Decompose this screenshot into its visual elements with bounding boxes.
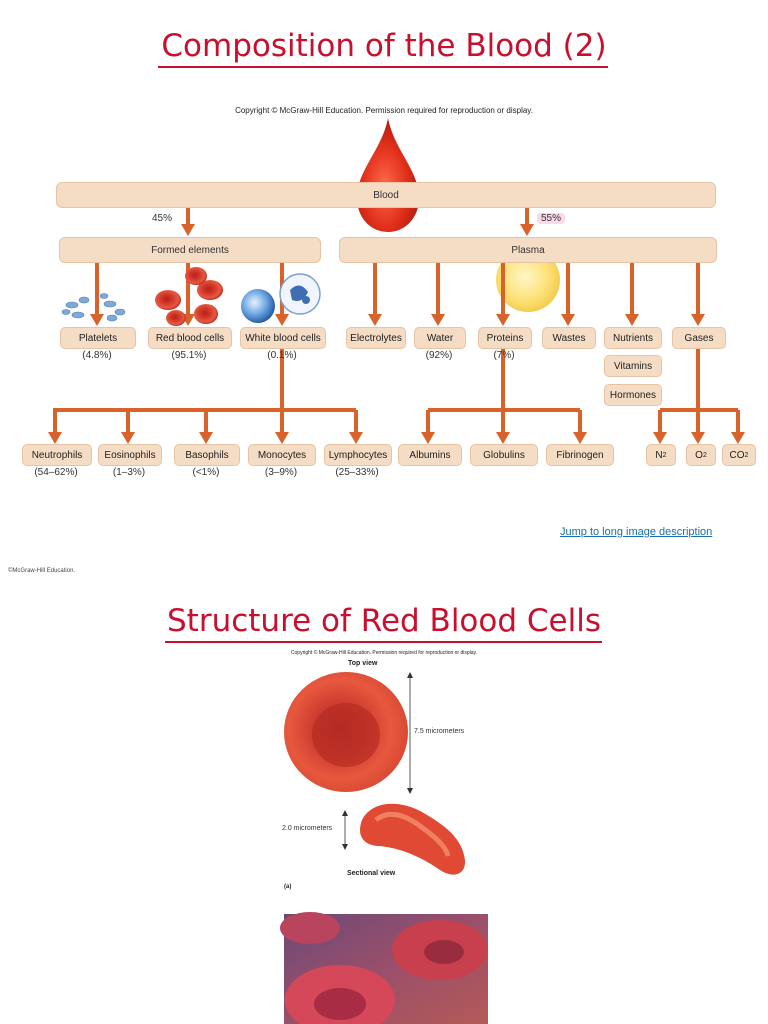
node-monocytes: Monocytes (248, 444, 316, 466)
pct-lymphocytes: (25–33%) (335, 467, 379, 478)
node-neutrophils: Neutrophils (22, 444, 92, 466)
node-gases: Gases (672, 327, 726, 349)
platelets-icon (61, 293, 126, 322)
slide2-title: Structure of Red Blood Cells (167, 603, 601, 639)
node-proteins: Proteins (478, 327, 532, 349)
node-lymphocytes: Lymphocytes (324, 444, 392, 466)
plasma-bar: Plasma (339, 237, 717, 263)
formed-elements-label: Formed elements (151, 244, 229, 256)
pct-proteins: (7%) (493, 350, 515, 361)
rbc-sectional-view-icon (360, 803, 466, 875)
label-panel-a: (a) (284, 884, 292, 890)
label-diameter: 7.5 micrometers (414, 728, 465, 735)
pct-neutrophils: (54–62%) (34, 467, 78, 478)
node-vitamins: Vitamins (604, 355, 662, 377)
pct-formed: 45% (152, 213, 173, 224)
pct-plasma: 55% (537, 213, 566, 224)
node-basophils: Basophils (174, 444, 240, 466)
formed-elements-bar: Formed elements (59, 237, 321, 263)
slide2-title-underline (165, 641, 602, 643)
pct-platelets: (4.8%) (82, 350, 112, 361)
blood-drop-icon (357, 118, 419, 232)
node-white-blood-cells: White blood cells (240, 327, 326, 349)
o2-subscript: 2 (702, 451, 707, 459)
slide1-title-underline (158, 66, 608, 68)
node-globulins: Globulins (470, 444, 538, 466)
node-fibrinogen: Fibrinogen (546, 444, 614, 466)
slide2-copyright: Copyright © McGraw-Hill Education. Permi… (290, 650, 478, 656)
label-top-view: Top view (348, 660, 378, 667)
pct-red-blood-cells: (95.1%) (171, 350, 207, 361)
node-water: Water (414, 327, 466, 349)
pct-monocytes: (3–9%) (264, 467, 298, 478)
co2-subscript: 2 (744, 451, 749, 459)
red-blood-cells-icon (155, 267, 223, 326)
node-wastes: Wastes (542, 327, 596, 349)
pct-white-blood-cells: (0.1%) (267, 350, 297, 361)
plasma-label: Plasma (511, 244, 545, 256)
slide1-footer: ©McGraw-Hill Education. (8, 568, 76, 574)
white-blood-cells-icon (241, 273, 321, 323)
pct-water: (92%) (425, 350, 453, 361)
blood-bar: Blood (56, 182, 716, 208)
n2-label: N (655, 449, 663, 461)
node-red-blood-cells: Red blood cells (148, 327, 232, 349)
slide1-title: Composition of the Blood (2) (161, 28, 607, 64)
plasma-drop-icon (496, 248, 560, 312)
node-eosinophils: Eosinophils (98, 444, 162, 466)
co2-label: CO (729, 449, 745, 461)
label-thickness: 2.0 micrometers (282, 825, 333, 832)
blood-label: Blood (373, 189, 399, 201)
node-hormones: Hormones (604, 384, 662, 406)
slide1-copyright: Copyright © McGraw-Hill Education. Permi… (235, 106, 533, 115)
o2-label: O (695, 449, 703, 461)
node-albumins: Albumins (398, 444, 462, 466)
node-platelets: Platelets (60, 327, 136, 349)
label-sectional-view: Sectional view (347, 870, 396, 877)
n2-subscript: 2 (662, 451, 667, 459)
long-description-link[interactable]: Jump to long image description (560, 526, 713, 538)
node-nutrients: Nutrients (604, 327, 662, 349)
pct-eosinophils: (1–3%) (112, 467, 146, 478)
node-electrolytes: Electrolytes (346, 327, 406, 349)
pct-basophils: (<1%) (192, 467, 220, 478)
